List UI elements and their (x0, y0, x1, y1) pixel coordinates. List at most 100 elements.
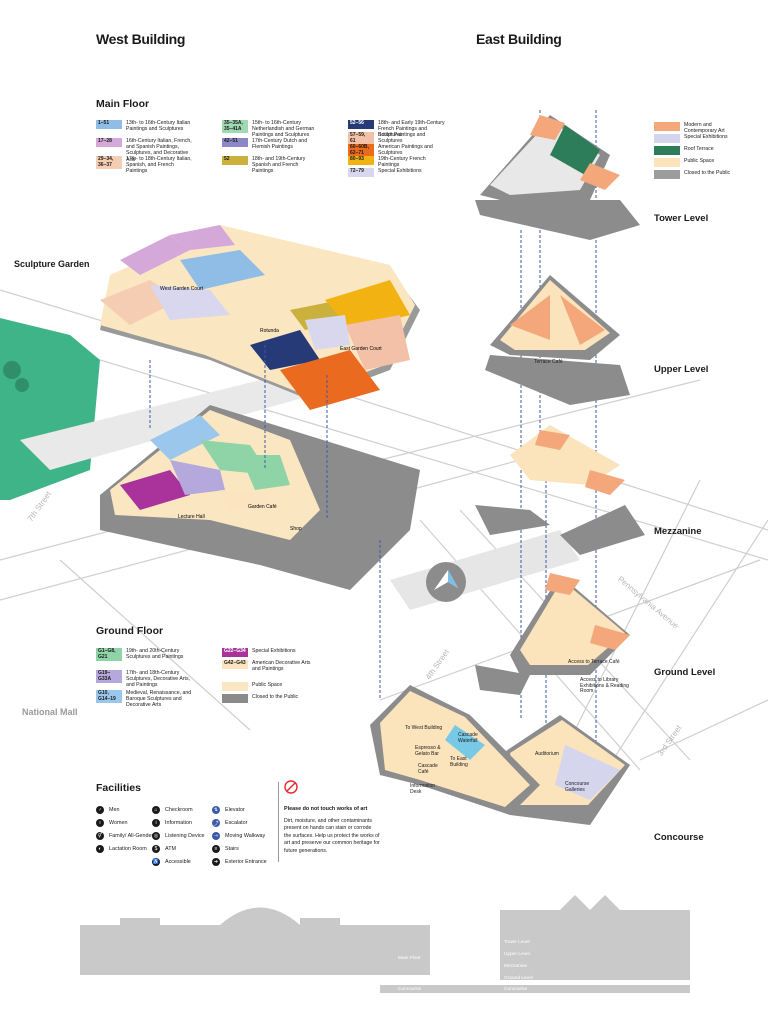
legend-swatch: 35–35A, 35–41A (222, 120, 248, 133)
east-level-label: Mezzanine (654, 526, 702, 537)
facility-item: ♂ Men (96, 806, 156, 814)
atm-icon: $ (152, 845, 160, 853)
special-exhibitions-ground (120, 470, 190, 510)
cascade-cafe-text: Cascade Café (418, 763, 438, 775)
east-tower-level (475, 115, 640, 240)
west-shop-text: Shop (290, 526, 302, 532)
facility-label: Listening Device (165, 833, 205, 839)
east-ground-level (475, 573, 630, 695)
notice-title: Please do not touch works of art (284, 806, 368, 812)
east-level-label: Tower Level (654, 213, 709, 224)
entrance-icon: ➔ (212, 858, 220, 866)
elevation-section (80, 895, 690, 993)
legend-swatch: 60–60B, 62–71 (348, 144, 374, 157)
facility-label: Exterior Entrance (225, 859, 267, 865)
cascade-waterfall-text: Cascade Waterfall (458, 732, 478, 744)
sculpture-garden-label: Sculpture Garden (14, 259, 90, 269)
notice-body: Dirt, moisture, and other contaminants p… (284, 818, 380, 854)
facility-item: ◐Lactation Room (96, 845, 156, 853)
legend-swatch: 57–59, 61 (348, 132, 374, 145)
facility-item: ⤴Escalator (212, 819, 272, 827)
legend-label: 19th- and 20th-Century Sculptures and Pa… (126, 648, 184, 661)
elevation-label-east: Tower Level (504, 940, 530, 945)
national-mall-label: National Mall (22, 707, 78, 717)
men-icon: ♂ (96, 806, 104, 814)
family-icon: ⚥ (96, 832, 104, 840)
legend-row-east: Roof Terrace (654, 146, 744, 155)
information-desk-text: Information Desk (410, 783, 436, 795)
facility-label: Men (109, 807, 120, 813)
terrace-cafe-text: Terrace Café (534, 359, 563, 365)
legend-swatch: G1–G8, G21 (96, 648, 122, 661)
legend-swatch: 52–56 (348, 120, 374, 129)
legend-label: Closed to the Public (684, 170, 731, 176)
east-upper-level (485, 275, 630, 405)
facility-item: ♀Women (96, 819, 156, 827)
legend-row-east: Closed to the Public (654, 170, 744, 179)
facilities-heading: Facilities (96, 782, 141, 794)
legend-swatch: G22–G34 (222, 648, 248, 657)
legend-swatch: G42–G43 (222, 660, 248, 669)
facility-item: ♿ Accessible (152, 858, 212, 866)
east-building-stack (475, 115, 645, 825)
legend-swatch (654, 158, 680, 167)
no-touch-icon (284, 780, 298, 794)
escalator-icon: ⤴ (212, 819, 220, 827)
legend-row-main: 60–60B, 62–71 American Paintings and Scul… (348, 144, 446, 157)
legend-label: 18th- and 19th-Century Spanish and Frenc… (252, 156, 306, 175)
facility-label: Moving Walkway (225, 833, 266, 839)
west-main-floor-map: West Garden Court Rotunda East Garden Co… (100, 225, 420, 410)
auditorium-text: Auditorium (535, 751, 559, 757)
accessible-icon: ♿ (152, 858, 160, 866)
legend-swatch: G10, G14–19 (96, 690, 122, 703)
legend-row-main: 35–35A, 35–41A 15th- to 16th-Century Neth… (222, 120, 320, 139)
facility-label: ATM (165, 846, 176, 852)
legend-row-main: 42–51 17th-Century Dutch and Flemish Pain… (222, 138, 320, 150)
legend-swatch: 29–34, 36–37 (96, 156, 122, 169)
legend-swatch (654, 146, 680, 155)
cascade-waterfall-area (445, 725, 485, 760)
legend-swatch: G19–G33A (96, 670, 122, 683)
legend-label: Public Space (684, 158, 715, 164)
legend-label: 15th- to 16th-Century Netherlandish and … (252, 120, 315, 139)
legend-swatch: 72–79 (348, 168, 374, 177)
legend-row-ground: G1–G8, G21 19th- and 20th-Century Sculptu… (96, 648, 194, 661)
east-garden-court-text: East Garden Court (340, 346, 382, 352)
legend-swatch: 42–51 (222, 138, 248, 147)
listening-icon: ◎ (152, 832, 160, 840)
legend-row-ground: Public Space (222, 682, 320, 691)
legend-swatch (654, 134, 680, 143)
legend-label: Special Exhibitions (684, 134, 728, 140)
legend-label: 16th-Century Italian, French, and Spanis… (126, 138, 192, 163)
facility-label: Accessible (165, 859, 191, 865)
west-building-heading: West Building (96, 31, 186, 47)
west-main-galleries (100, 225, 410, 410)
concourse-galleries-text: Concourse Galleries (565, 781, 590, 793)
legend-label: Roof Terrace (684, 146, 714, 152)
facility-label: Lactation Room (109, 846, 147, 852)
east-level-label: Concourse (654, 832, 704, 843)
legend-row-east: Public Space (654, 158, 744, 167)
lecture-hall-text: Lecture Hall (178, 514, 205, 520)
legend-label: American Paintings and Sculptures (378, 144, 433, 157)
legend-swatch (222, 694, 248, 703)
legend-row-ground: Closed to the Public (222, 694, 320, 703)
legend-label: 17th-Century Dutch and Flemish Paintings (252, 138, 308, 151)
north-arrow-icon (426, 562, 466, 602)
garden-cafe-text: Garden Café (248, 504, 277, 510)
facility-item: ≡Stairs (212, 845, 272, 853)
east-level-label: Ground Level (654, 667, 716, 678)
legend-swatch: 80–93 (348, 156, 374, 165)
to-west-building-text: To West Building (405, 725, 443, 731)
legend-label: Modern and Contemporary Art (684, 122, 725, 135)
facility-label: Stairs (225, 846, 239, 852)
